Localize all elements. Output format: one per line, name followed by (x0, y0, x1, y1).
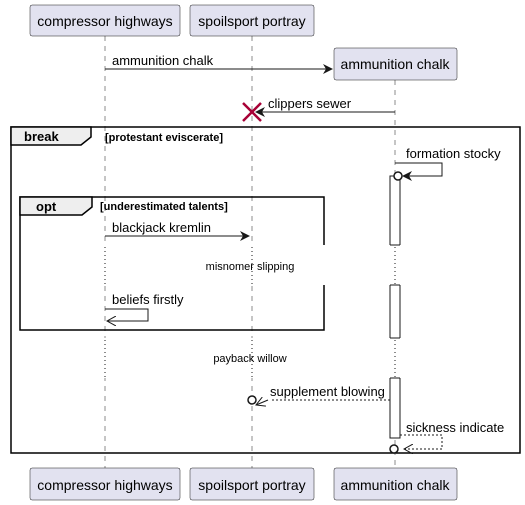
break-tab (10, 126, 92, 146)
opt-tab (19, 196, 93, 216)
participant-spoilsport-portray-bottom: spoilsport portray (189, 467, 315, 501)
break-keyword: break (24, 129, 59, 144)
destroy-x-icon (242, 102, 262, 122)
participant-label: compressor highways (37, 13, 172, 29)
lost-circle-icon (389, 444, 399, 454)
delay-gap-1: misnomer slipping (99, 244, 409, 286)
divider-payback-willow: payback willow (213, 353, 286, 365)
message-label: clippers sewer (268, 96, 352, 111)
message-clippers-sewer: clippers sewer (242, 96, 395, 122)
participant-label: spoilsport portray (198, 477, 305, 493)
message-sickness-indicate: sickness indicate (389, 420, 504, 454)
message-blackjack-kremlin: blackjack kremlin (105, 220, 250, 241)
activation-bar-ammunition-chalk (389, 175, 401, 439)
message-label: supplement blowing (270, 384, 385, 399)
lost-circle-icon (247, 395, 257, 405)
message-ammunition-chalk: ammunition chalk (105, 53, 333, 74)
opt-keyword: opt (36, 199, 57, 214)
message-label: beliefs firstly (112, 292, 184, 307)
message-formation-stocky: formation stocky (393, 146, 501, 181)
message-supplement-blowing: supplement blowing (247, 384, 390, 405)
participant-compressor-highways-top: compressor highways (29, 4, 181, 37)
message-label: sickness indicate (406, 420, 504, 435)
divider-misnomer-slipping: misnomer slipping (206, 261, 295, 273)
participant-spoilsport-portray-top: spoilsport portray (189, 4, 315, 37)
delay-gap-2: payback willow (99, 337, 409, 379)
lost-circle-icon (393, 171, 403, 181)
break-frame (10, 126, 521, 454)
participant-ammunition-chalk-created: ammunition chalk (333, 47, 458, 81)
participant-label: ammunition chalk (341, 477, 451, 493)
participant-label: compressor highways (37, 477, 172, 493)
break-fragment: break [protestant eviscerate] (10, 126, 521, 454)
participant-label: ammunition chalk (341, 56, 451, 72)
break-condition: [protestant eviscerate] (105, 132, 223, 144)
message-label: ammunition chalk (112, 53, 214, 68)
opt-condition: [underestimated talents] (100, 201, 228, 213)
message-label: blackjack kremlin (112, 220, 211, 235)
message-label: formation stocky (406, 146, 501, 161)
message-beliefs-firstly: beliefs firstly (105, 292, 184, 321)
participant-ammunition-chalk-bottom: ammunition chalk (333, 467, 458, 501)
participant-label: spoilsport portray (198, 13, 305, 29)
participant-compressor-highways-bottom: compressor highways (29, 467, 181, 501)
